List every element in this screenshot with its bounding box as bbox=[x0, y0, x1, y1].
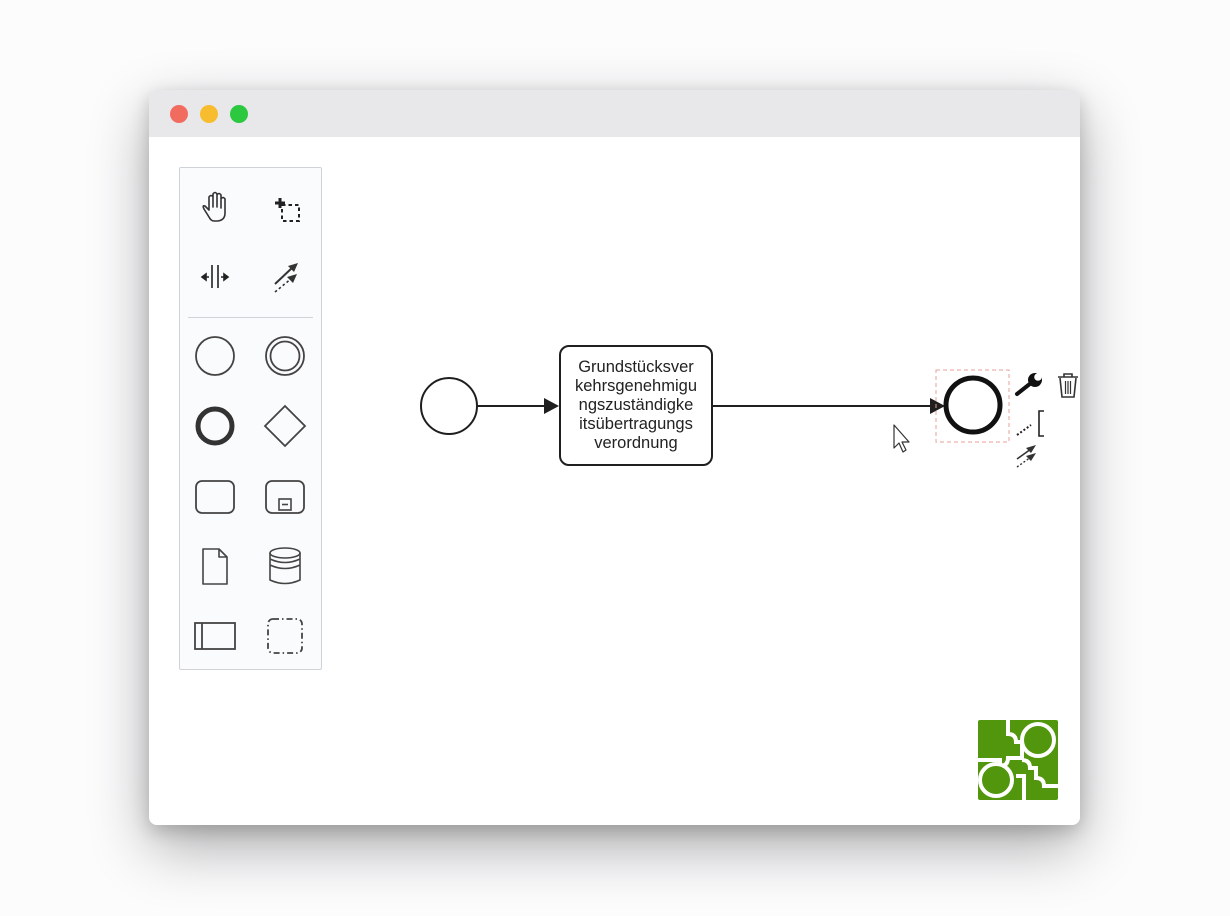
tool-palette bbox=[179, 167, 322, 670]
minimize-window-button[interactable] bbox=[200, 105, 218, 123]
participant-icon[interactable] bbox=[190, 611, 240, 661]
intermediate-event-icon[interactable] bbox=[260, 331, 310, 381]
group-icon[interactable] bbox=[260, 611, 310, 661]
hand-tool-icon[interactable] bbox=[190, 183, 240, 233]
space-tool-icon[interactable] bbox=[190, 252, 240, 302]
title-bar bbox=[149, 90, 1080, 138]
trash-icon[interactable] bbox=[1053, 370, 1080, 400]
palette-separator bbox=[188, 317, 313, 318]
connect-icon[interactable] bbox=[1014, 442, 1044, 472]
data-object-icon[interactable] bbox=[190, 542, 240, 592]
start-event-icon[interactable] bbox=[190, 331, 240, 381]
sequence-flow[interactable] bbox=[713, 398, 945, 414]
gateway-icon[interactable] bbox=[260, 401, 310, 451]
annotation-icon[interactable] bbox=[1014, 407, 1044, 437]
start-event[interactable] bbox=[420, 377, 478, 435]
task[interactable]: Grundstücksver kehrsgenehmigu ngszuständ… bbox=[559, 345, 713, 466]
sequence-flow[interactable] bbox=[477, 398, 559, 414]
end-event-icon[interactable] bbox=[190, 401, 240, 451]
app-window: Grundstücksver kehrsgenehmigu ngszuständ… bbox=[149, 90, 1080, 825]
end-event-selection-outline bbox=[935, 369, 1010, 443]
global-connect-tool-icon[interactable] bbox=[260, 252, 310, 302]
lasso-tool-icon[interactable] bbox=[260, 183, 310, 233]
task-icon[interactable] bbox=[190, 472, 240, 522]
task-label: Grundstücksver kehrsgenehmigu ngszuständ… bbox=[575, 358, 697, 452]
maximize-window-button[interactable] bbox=[230, 105, 248, 123]
modeler-canvas[interactable]: Grundstücksver kehrsgenehmigu ngszuständ… bbox=[149, 137, 1080, 825]
data-store-icon[interactable] bbox=[260, 542, 310, 592]
bpmn-io-logo[interactable] bbox=[978, 720, 1058, 800]
close-window-button[interactable] bbox=[170, 105, 188, 123]
wrench-icon[interactable] bbox=[1014, 369, 1044, 399]
mouse-cursor-icon bbox=[893, 424, 910, 453]
subprocess-icon[interactable] bbox=[260, 472, 310, 522]
end-event[interactable] bbox=[943, 375, 1003, 435]
